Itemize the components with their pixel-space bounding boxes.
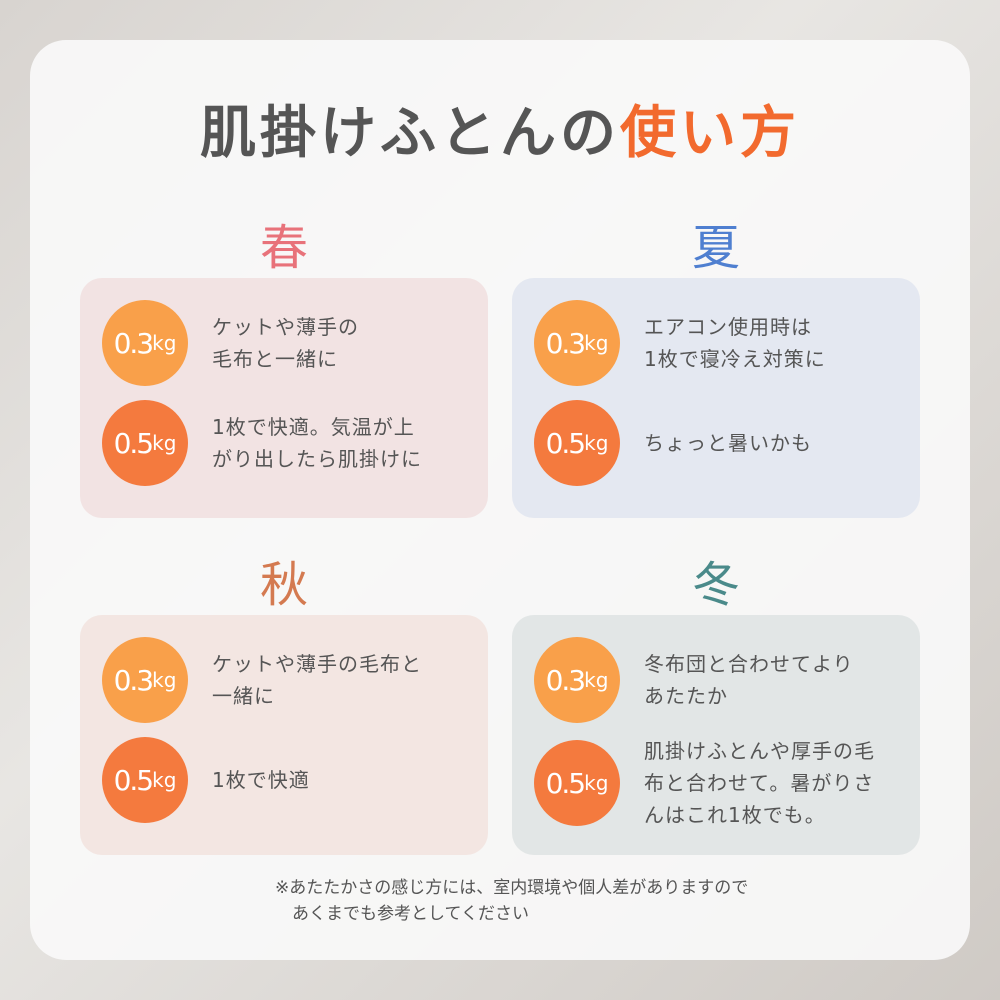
season-autumn-label: 秋 (259, 557, 308, 613)
footnote: ※あたたかさの感じ方には、室内環境や個人差がありますので あくまでも参考としてく… (275, 878, 749, 924)
usage-text: 肌掛けふとんや厚手の毛 布と合わせて。暑がりさ んはこれ1枚でも。 (644, 739, 875, 827)
season-summer-label: 夏 (691, 220, 740, 276)
season-winter-label: 冬 (691, 557, 740, 613)
title-accent: 使い方 (620, 100, 800, 166)
usage-text: 1枚で快適。気温が上 がり出したら肌掛けに (212, 415, 422, 471)
usage-text: ケットや薄手の毛布と 一緒に (212, 652, 422, 708)
usage-text: エアコン使用時は 1枚で寝冷え対策に (644, 315, 826, 371)
page-title: 肌掛けふとんの使い方 (0, 88, 1000, 169)
season-spring-label: 春 (259, 220, 308, 276)
usage-text: ケットや薄手の 毛布と一緒に (212, 315, 359, 371)
title-main: 肌掛けふとんの (200, 100, 620, 166)
usage-text: ちょっと暑いかも (644, 431, 812, 455)
usage-text: 1枚で快適 (212, 768, 310, 792)
usage-text: 冬布団と合わせてより あたたか (644, 652, 854, 708)
